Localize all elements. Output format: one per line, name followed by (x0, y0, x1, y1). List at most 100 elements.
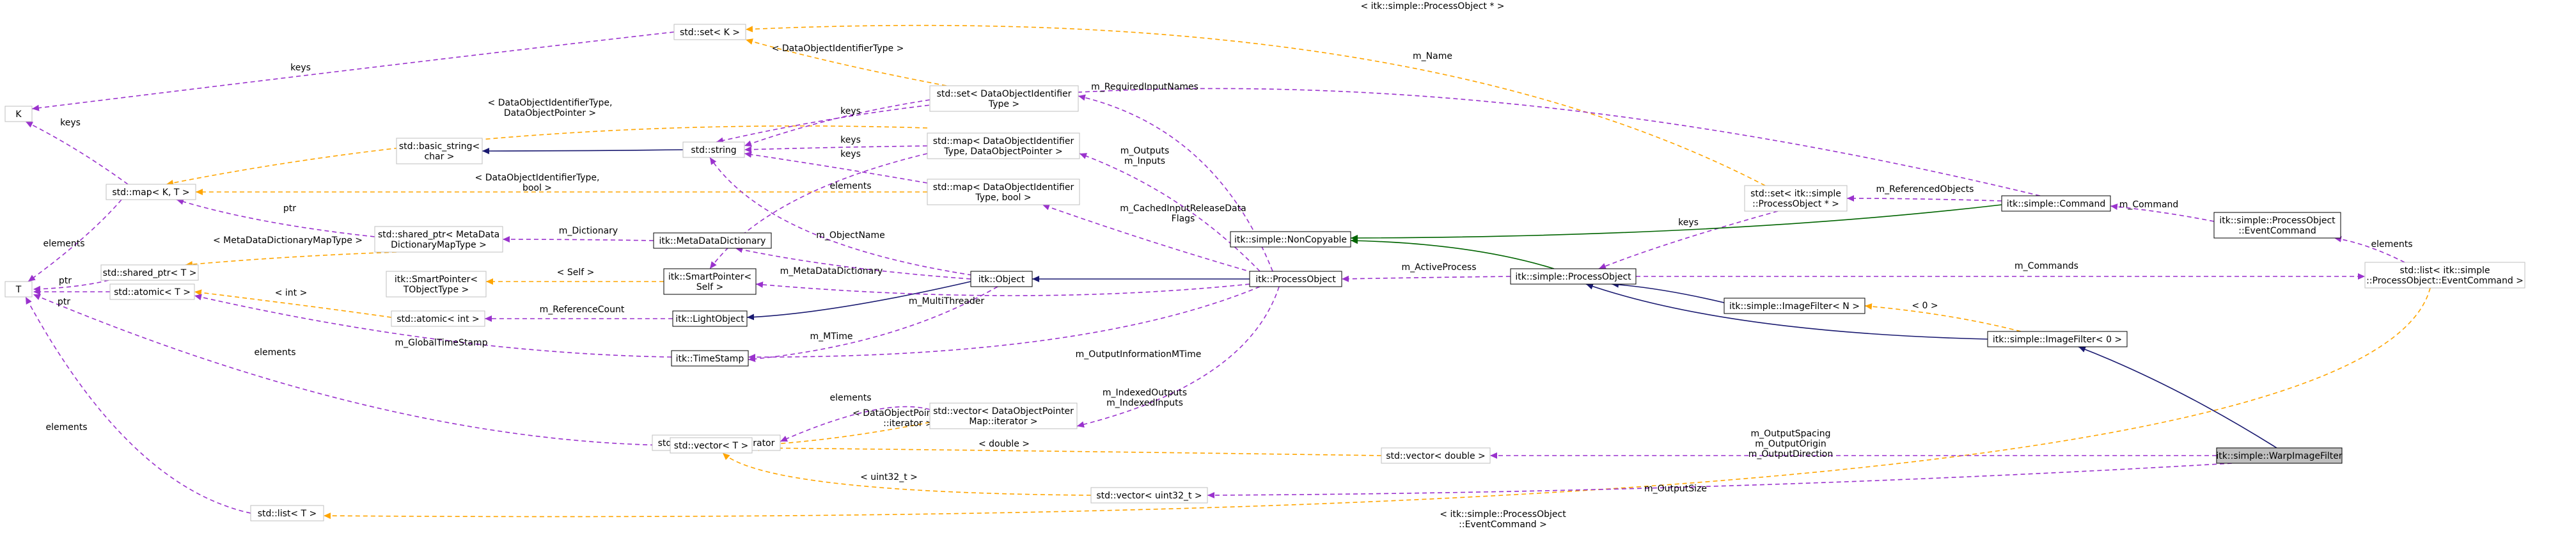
edge-std-vector-t-to-t (33, 294, 671, 446)
edge-std-shared-ptr-metadata-to-std-shared-ptr-t (185, 251, 397, 268)
edge-label: elements (2371, 239, 2412, 250)
edge-itk-metadatadictionary-to-std-shared-ptr-metadata (502, 236, 654, 243)
edge-label: m_OutputInformationMTime (1076, 349, 1202, 360)
edge-std-set-dataobjectidentifiertype-to-std-string (744, 99, 931, 147)
edge-label: elements (43, 239, 84, 249)
edge-label: m_ActiveProcess (1401, 262, 1476, 273)
node-label: DictionaryMapType > (391, 240, 487, 250)
node-label: itk::LightObject (675, 314, 744, 324)
edge-label: m_Outputs (1120, 146, 1170, 156)
node-std-vector-t[interactable]: std::vector< T > (670, 437, 753, 454)
node-box (2001, 195, 2111, 212)
edge-itk-simple-imagefilter0-to-itk-simple-imagefiltern (1864, 303, 2022, 332)
node-box (663, 268, 757, 295)
node-itk-simple-processobject[interactable]: itk::simple::ProcessObject (1510, 268, 1637, 285)
edge-label: m_GlobalTimeStamp (395, 338, 487, 348)
node-std-set-k[interactable]: std::set< K > (673, 24, 746, 40)
node-std-map-k-t[interactable]: std::map< K, T > (106, 184, 196, 200)
node-std-vector-uint32[interactable]: std::vector< uint32_t > (1090, 487, 1208, 504)
edge-itk-simple-imagefilter0-to-itk-simple-processobject (1585, 283, 1988, 340)
node-std-string[interactable]: std::string (682, 141, 745, 158)
node-box (970, 271, 1033, 287)
node-label: Map::iterator > (969, 417, 1037, 427)
node-itk-smartpointer-tobjecttype[interactable]: itk::SmartPointer<TObjectType > (386, 271, 487, 298)
node-label: itk::TimeStamp (676, 354, 744, 364)
node-box (2216, 447, 2343, 464)
node-box (672, 310, 748, 327)
node-box (250, 505, 324, 521)
edge-std-shared-ptr-metadata-to-std-map-k-t (176, 198, 375, 237)
edge-label: m_ReferencedObjects (1876, 184, 1974, 195)
node-label: itk::MetaDataDictionary (659, 236, 766, 246)
edge-label: elements (829, 393, 871, 403)
edge-label: m_IndexedInputs (1106, 398, 1183, 408)
edge-label: m_Name (1413, 51, 1452, 61)
node-itk-lightobject[interactable]: itk::LightObject (672, 310, 748, 327)
node-std-list-eventcommand[interactable]: std::list< itk::simple::ProcessObject::E… (2364, 262, 2525, 289)
edge-std-set-k-to-k (31, 31, 675, 111)
node-itk-simple-processobject-eventcommand[interactable]: itk::simple::ProcessObject::EventCommand (2213, 212, 2341, 239)
edge-itk-object-to-itk-lightobject (746, 281, 971, 321)
edge-labels-layer: keyskeyselementsptrptrelementselementspt… (43, 1, 2412, 530)
node-itk-processobject[interactable]: itk::ProcessObject (1249, 271, 1342, 287)
edge-label: m_ObjectName (816, 230, 885, 241)
node-label: std::basic_string< (399, 141, 480, 152)
edge-std-list-eventcommand-to-itk-simple-processobject-eventcommand (2334, 235, 2405, 263)
edge-itk-simple-imagefiltern-to-itk-simple-processobject (1611, 281, 1727, 304)
node-std-vector-dataobjectpointermap-iterator[interactable]: std::vector< DataObjectPointerMap::itera… (929, 402, 1078, 429)
node-box (391, 310, 485, 327)
node-std-map-dataobjectidentifiertype-bool[interactable]: std::map< DataObjectIdentifierType, bool… (927, 179, 1080, 205)
node-itk-timestamp[interactable]: itk::TimeStamp (671, 350, 749, 367)
node-itk-simple-command[interactable]: itk::simple::Command (2001, 195, 2111, 212)
edge-label: elements (254, 347, 295, 358)
edge-label: m_MTime (810, 331, 853, 342)
node-std-list-t[interactable]: std::list< T > (250, 505, 324, 521)
edge-label: ::EventCommand > (1459, 520, 1547, 530)
node-std-map-dataobjectidentifiertype-pointer[interactable]: std::map< DataObjectIdentifierType, Data… (927, 132, 1080, 159)
node-label: char > (424, 152, 454, 162)
node-label: std::map< DataObjectIdentifier (933, 182, 1074, 193)
node-label: std::shared_ptr< T > (103, 268, 197, 278)
node-label: Type, DataObjectPointer > (943, 147, 1062, 157)
edge-std-set-processobjectptr-to-std-set-k (745, 24, 1766, 186)
edge-label: keys (840, 106, 861, 116)
node-std-shared-ptr-t[interactable]: std::shared_ptr< T > (100, 264, 199, 281)
edge-std-map-dataobjectidentifiertype-pointer-to-itk-smartpointer-self (709, 153, 928, 269)
node-itk-simple-imagefilter0[interactable]: itk::simple::ImageFilter< 0 > (1987, 331, 2128, 347)
node-label: itk::simple::ProcessObject (1515, 272, 1631, 282)
node-std-set-processobjectptr[interactable]: std::set< itk::simple::ProcessObject * > (1744, 185, 1848, 212)
node-box (4, 281, 33, 298)
node-k[interactable]: K (4, 106, 33, 122)
edge-label: m_Dictionary (559, 226, 618, 236)
node-std-vector-double[interactable]: std::vector< double > (1381, 447, 1491, 464)
edge-label: keys (840, 149, 861, 159)
node-label: itk::Object (978, 274, 1025, 285)
node-std-atomic-t[interactable]: std::atomic< T > (109, 283, 195, 300)
node-itk-simple-warpimagefilter[interactable]: itk::simple::WarpImageFilter (2216, 447, 2343, 464)
node-label: std::vector< DataObjectPointer (933, 406, 1074, 417)
node-box (2213, 212, 2341, 239)
node-label: K (15, 109, 22, 120)
node-std-set-dataobjectidentifiertype[interactable]: std::set< DataObjectIdentifierType > (929, 85, 1079, 112)
node-std-atomic-int[interactable]: std::atomic< int > (391, 310, 485, 327)
node-itk-simple-imagefiltern[interactable]: itk::simple::ImageFilter< N > (1724, 298, 1865, 314)
edge-itk-simple-processobject-to-itk-processobject (1341, 275, 1511, 282)
node-label: Type, bool > (975, 193, 1031, 203)
node-itk-metadatadictionary[interactable]: itk::MetaDataDictionary (653, 232, 772, 249)
edge-label: elements (829, 181, 871, 191)
node-label: itk::simple::WarpImageFilter (2216, 451, 2342, 461)
edge-std-string-to-std-basic-string (482, 147, 684, 154)
node-std-basic-string[interactable]: std::basic_string<char > (396, 138, 483, 164)
node-itk-simple-noncopyable[interactable]: itk::simple::NonCopyable (1230, 231, 1351, 248)
node-t[interactable]: T (4, 281, 33, 298)
node-itk-smartpointer-self[interactable]: itk::SmartPointer<Self > (663, 268, 757, 295)
edge-label: m_Inputs (1124, 156, 1165, 166)
node-std-shared-ptr-metadata[interactable]: std::shared_ptr< MetaDataDictionaryMapTy… (374, 226, 503, 253)
edge-itk-simple-processobject-eventcommand-to-itk-simple-command (2110, 203, 2215, 222)
edge-label: m_OutputSize (1644, 484, 1707, 494)
node-itk-object[interactable]: itk::Object (970, 271, 1033, 287)
node-label: itk::ProcessObject (1255, 274, 1336, 285)
edge-label: m_OutputOrigin (1755, 439, 1826, 449)
node-box (1724, 298, 1865, 314)
